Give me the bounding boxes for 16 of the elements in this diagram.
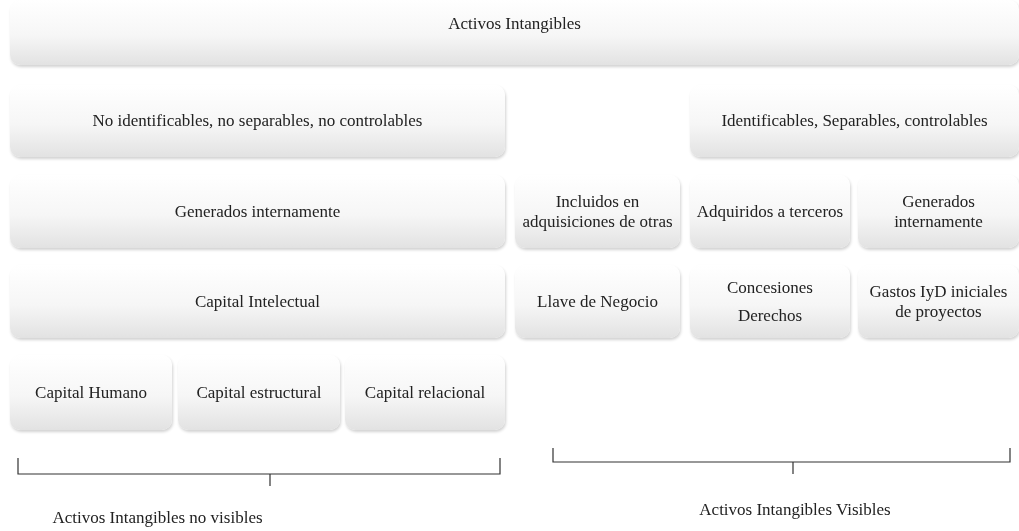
bracket-caption: Activos Intangibles no visibles bbox=[51, 508, 264, 528]
category-box: Capital relacional bbox=[345, 355, 505, 430]
bracket-caption: Activos Intangibles Visibles bbox=[698, 500, 892, 520]
category-box: Incluidos en adquisiciones de otras bbox=[515, 175, 680, 248]
category-box: Generados internamente bbox=[10, 175, 505, 248]
category-box: Llave de Negocio bbox=[515, 265, 680, 338]
category-box: Concesiones Derechos bbox=[690, 265, 850, 338]
category-box: Capital Humano bbox=[10, 355, 172, 430]
category-bar: Identificables, Separables, controlables bbox=[690, 85, 1019, 157]
category-box: Capital Intelectual bbox=[10, 265, 505, 338]
category-bar: No identificables, no separables, no controlables bbox=[10, 85, 505, 157]
category-box: Adquiridos a terceros bbox=[690, 175, 850, 248]
category-box: Gastos IyD iniciales de proyectos bbox=[858, 265, 1019, 338]
category-box: Generados internamente bbox=[858, 175, 1019, 248]
category-bar: Activos Intangibles bbox=[10, 0, 1019, 65]
category-box: Capital estructural bbox=[178, 355, 340, 430]
